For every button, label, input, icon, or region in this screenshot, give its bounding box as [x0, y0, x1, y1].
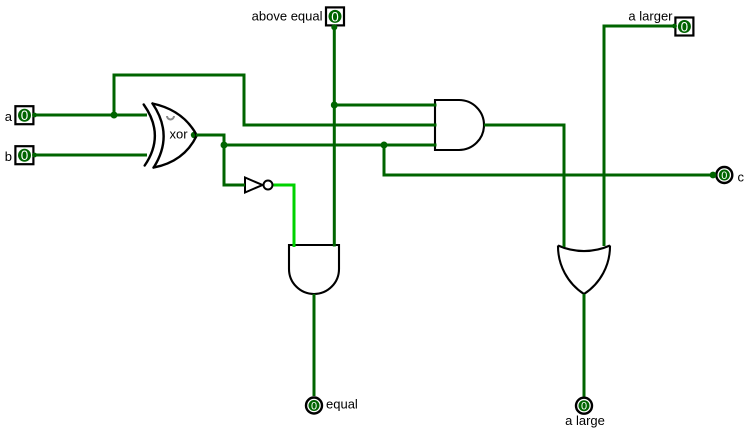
- svg-text:0: 0: [721, 170, 727, 182]
- svg-text:0: 0: [331, 9, 339, 24]
- svg-text:a large: a large: [565, 413, 605, 428]
- svg-text:0: 0: [21, 108, 29, 123]
- svg-text:0: 0: [311, 401, 317, 413]
- svg-text:c: c: [738, 170, 745, 185]
- svg-text:xor: xor: [170, 127, 189, 142]
- svg-text:b: b: [5, 149, 12, 164]
- svg-text:a larger: a larger: [628, 9, 673, 24]
- svg-text:0: 0: [681, 19, 689, 34]
- svg-text:0: 0: [21, 148, 29, 163]
- svg-text:a: a: [5, 109, 13, 124]
- svg-text:0: 0: [581, 401, 587, 413]
- svg-text:above equal: above equal: [252, 9, 323, 24]
- svg-text:equal: equal: [326, 397, 358, 412]
